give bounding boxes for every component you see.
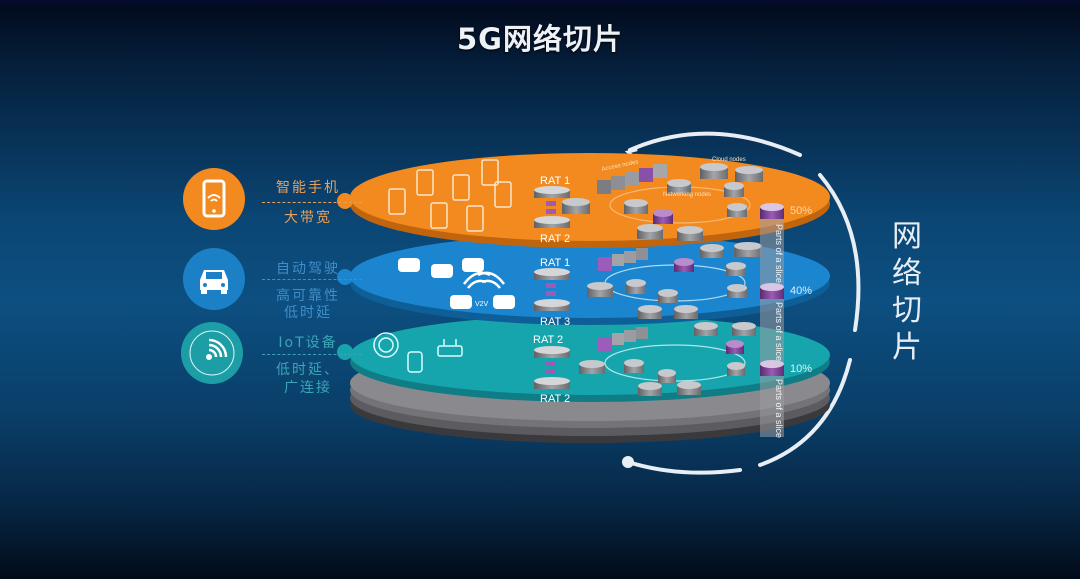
orange-rat-top: RAT 1 [540, 175, 570, 187]
iot-wireless-icon [189, 330, 235, 376]
car-icon [200, 270, 228, 294]
cloud-nodes-label: Cloud nodes [712, 157, 746, 163]
blue-rat-top: RAT 1 [540, 257, 570, 269]
car-icons [398, 258, 515, 309]
v2v-signal-icon [463, 271, 505, 289]
teal-rat-bottom: RAT 2 [540, 393, 570, 405]
parts-of-slice-label-1: Parts of a slice [774, 224, 784, 283]
teal-percent: 10% [790, 363, 812, 375]
car-usecase-circle [183, 248, 245, 310]
orange-percent: 50% [790, 205, 812, 217]
usecase-smartphone-bottom-label: 大带宽 [284, 210, 332, 226]
iot-usecase-circle [181, 322, 243, 384]
blue-nodes [587, 242, 762, 319]
usecase-car-divider [262, 279, 362, 280]
label-connectors [337, 193, 353, 360]
parts-of-slice-label-3: Parts of a slice [774, 379, 784, 438]
usecase-smartphone-top-label: 智能手机 [276, 180, 340, 196]
smartphone-usecase-circle [183, 168, 245, 230]
v2v-label: V2V [475, 301, 489, 308]
parts-of-slice-label-2: Parts of a slice [774, 302, 784, 361]
blue-percent: 40% [790, 285, 812, 297]
teal-rat-top: RAT 2 [533, 334, 563, 346]
side-title-char-2: 络 [892, 256, 922, 291]
side-title-char-1: 网 [892, 219, 922, 254]
blue-rat-bottom: RAT 3 [540, 316, 570, 328]
teal-nodes [579, 322, 756, 396]
side-title-char-4: 片 [892, 330, 922, 365]
usecase-iot-bottom-label-1: 低时延、 [276, 362, 340, 378]
networking-nodes-label: Networking nodes [663, 192, 711, 198]
parts-of-slice-bar [760, 203, 784, 437]
usecase-iot-divider [262, 354, 362, 355]
usecase-iot-bottom-label-2: 广连接 [284, 380, 332, 396]
orange-nodes [562, 163, 763, 241]
page-title: 5G网络切片 [457, 22, 623, 56]
iot-device-icons [373, 332, 463, 373]
usecase-car-bottom-label-2: 低时延 [284, 305, 332, 321]
top-bar [0, 0, 1080, 6]
usecase-car-top-label: 自动驾驶 [276, 261, 340, 277]
rat-stacks [534, 186, 570, 389]
side-title-char-3: 切 [892, 293, 922, 328]
smartphone-wifi-icon [202, 179, 226, 218]
usecase-smartphone-divider [262, 202, 362, 203]
smartphone-icons [388, 159, 512, 232]
disc-text-layer: RAT 1 RAT 2 RAT 1 RAT 3 RAT 2 RAT 2 V2V … [475, 157, 812, 438]
orange-rat-bottom: RAT 2 [540, 233, 570, 245]
usecase-car-bottom-label-1: 高可靠性 [276, 288, 340, 304]
usecase-iot-top-label: IoT设备 [278, 335, 338, 351]
